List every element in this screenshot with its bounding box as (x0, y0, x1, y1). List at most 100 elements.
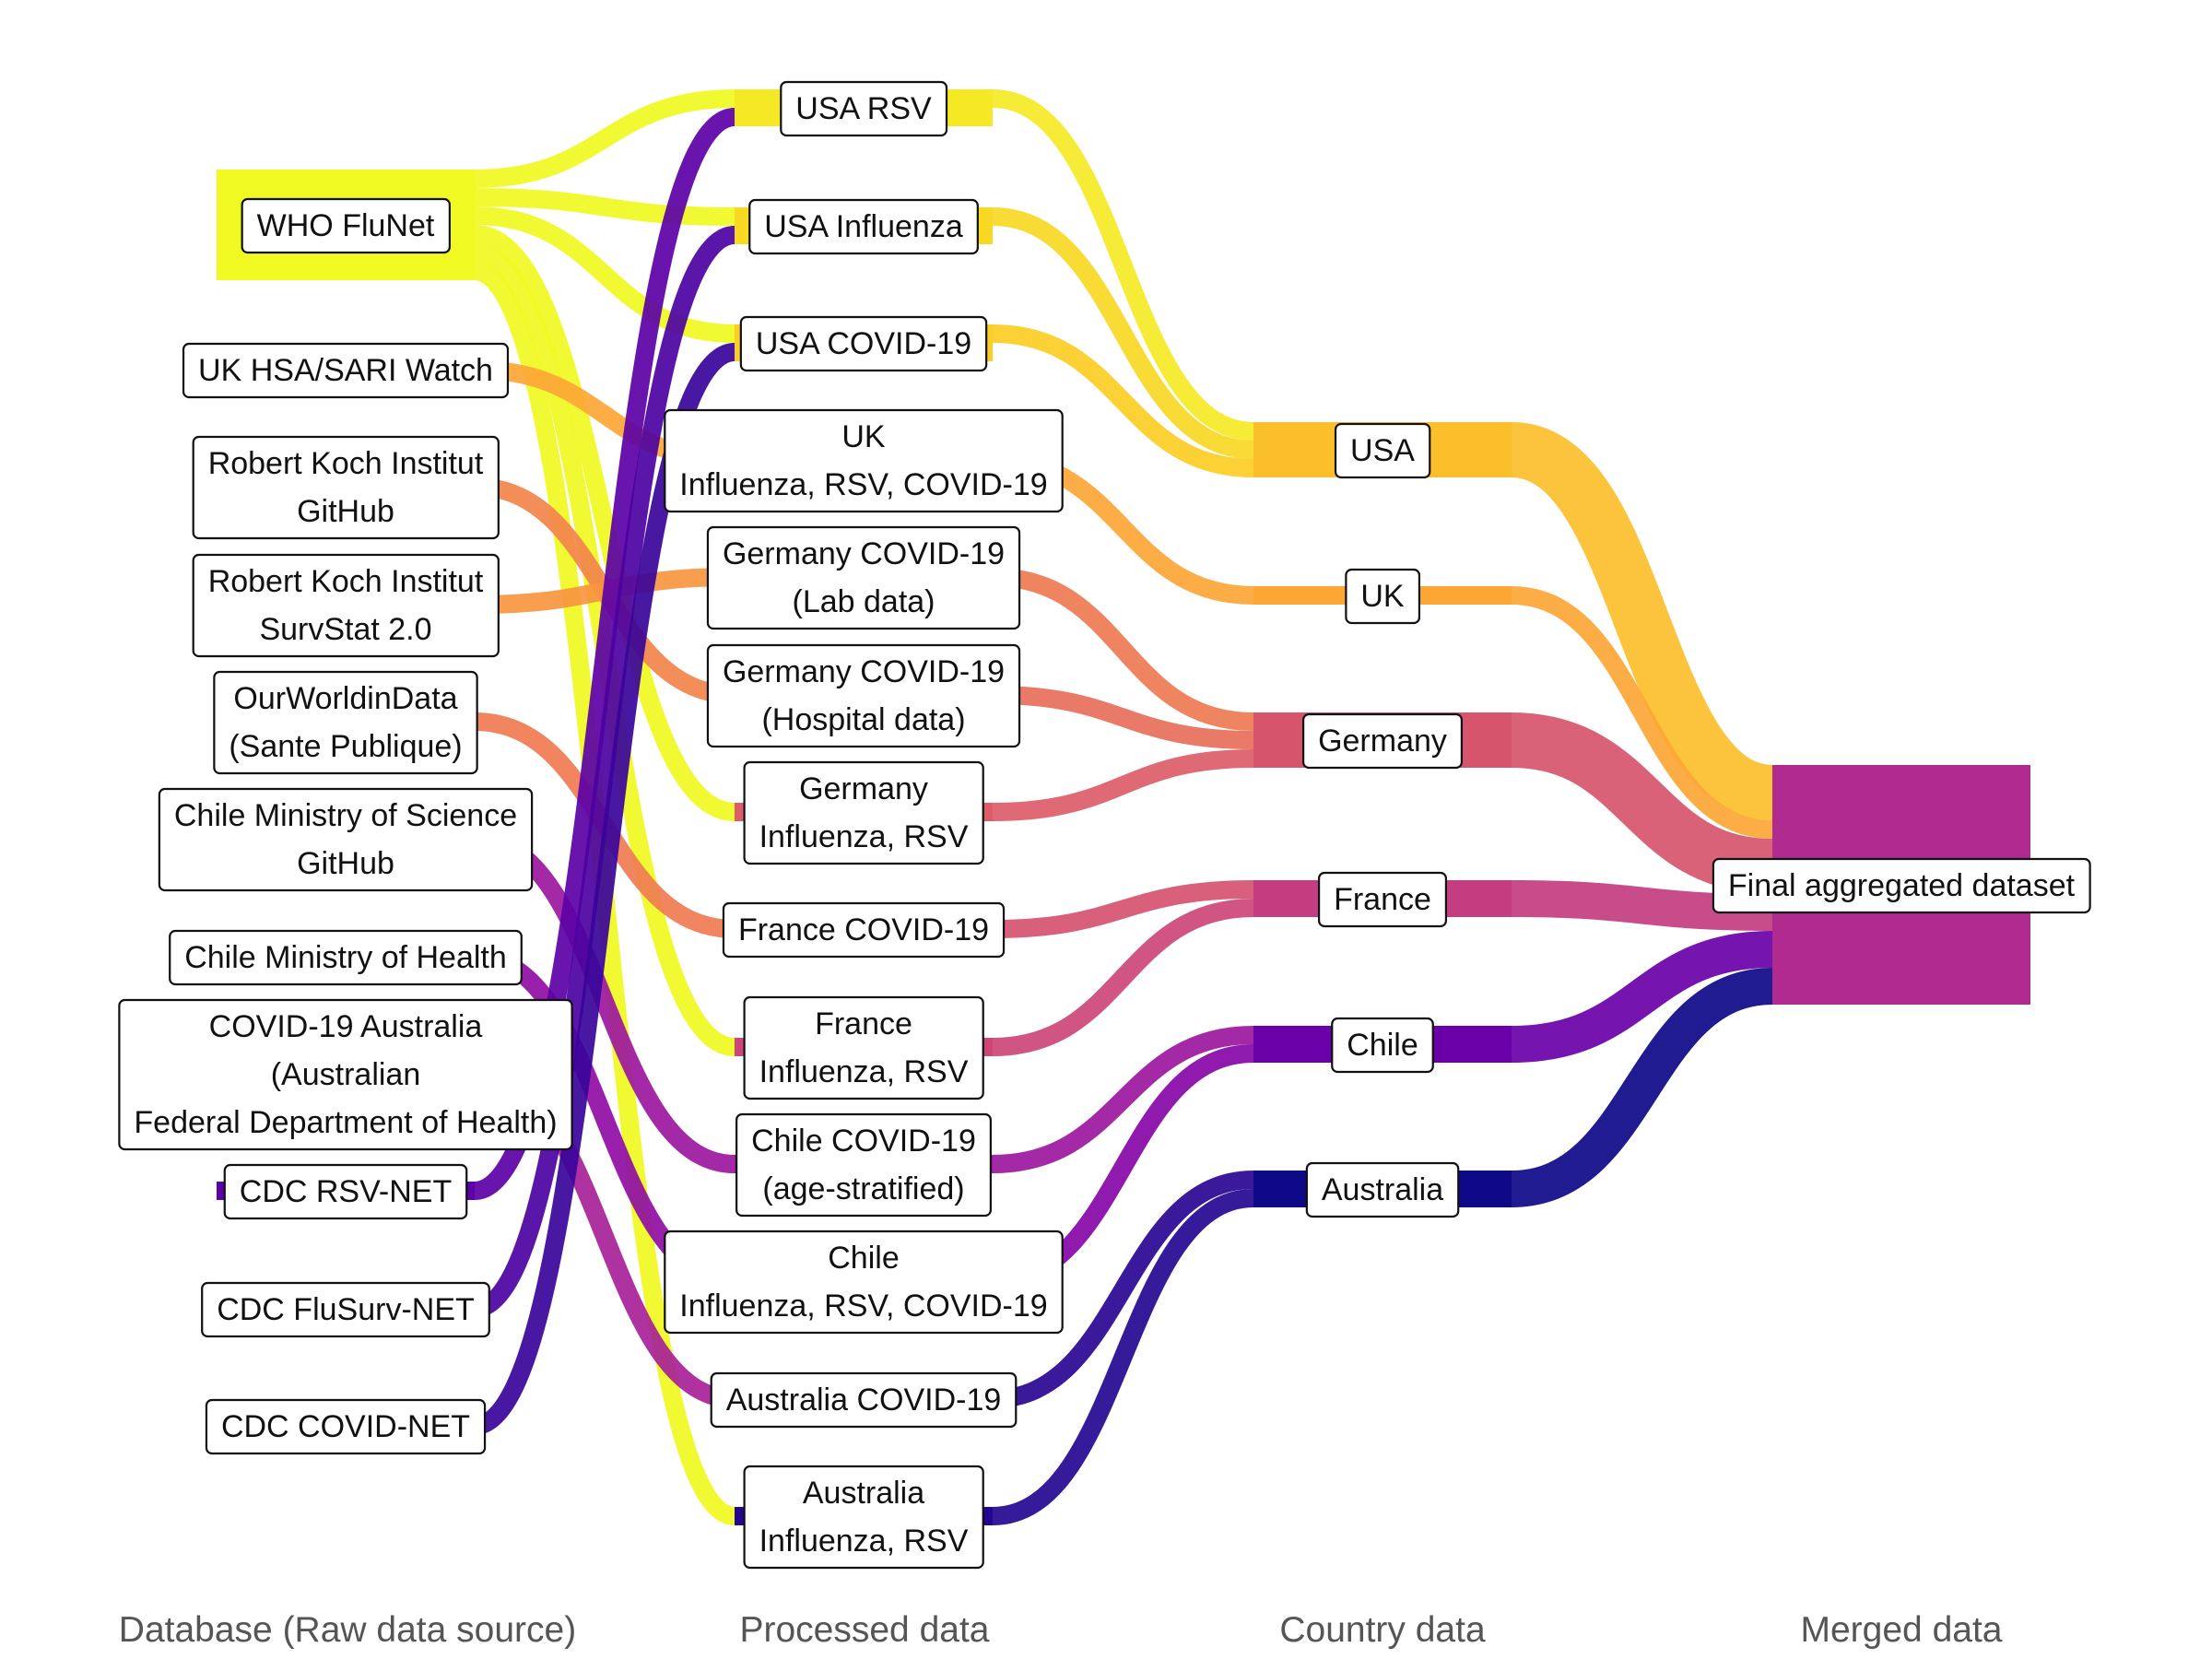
column-label-country: Country data (1279, 1610, 1486, 1650)
node-label-gerlab: Germany COVID-19(Lab data) (706, 525, 1021, 630)
node-label-line: Influenza, RSV, COVID-19 (679, 467, 1047, 502)
node-label-line: (Hospital data) (761, 702, 965, 737)
node-label-box (664, 1230, 1064, 1335)
node-label-box (223, 1163, 468, 1220)
column-labels: Database (Raw data source) Processed dat… (119, 1610, 2003, 1650)
node-label-box (213, 670, 478, 775)
flow-chcov-to-chile (992, 1026, 1254, 1173)
node-label-text: UK HSA/SARI Watch (198, 353, 493, 388)
node-label-line: Influenza, RSV (759, 1054, 969, 1089)
node-label-box (743, 1465, 984, 1570)
node-label-box (1345, 568, 1421, 625)
flow-frcov-to-france (992, 880, 1254, 938)
node-label-line: Australia (803, 1476, 924, 1511)
node-label-line: USA Influenza (764, 209, 963, 244)
node-label-line: France (815, 1006, 912, 1041)
node-label-france: France (1317, 871, 1448, 928)
node-label-box (192, 553, 500, 658)
flow-who-to-usacov (474, 206, 735, 343)
node-label-chile: Chile (1331, 1017, 1434, 1074)
node-label-line: Robert Koch Institut (208, 446, 484, 481)
node-label-text: USA (1350, 433, 1415, 468)
node-label-text: Germany (1318, 724, 1447, 759)
node-label-line: Federal Department of Health) (134, 1105, 557, 1140)
node-label-box (706, 643, 1021, 748)
node-label-line: USA (1350, 433, 1415, 468)
node-label-line: USA COVID-19 (756, 326, 971, 361)
column-label-processed: Processed data (739, 1610, 989, 1650)
flow-australia-to-final (1511, 968, 1773, 1207)
node-label-box (1334, 422, 1431, 479)
node-label-box (722, 901, 1006, 959)
node-label-text: WHO FluNet (257, 208, 435, 243)
node-label-line: Germany COVID-19 (723, 654, 1005, 689)
flow-who-to-usarsv (474, 89, 735, 188)
flow-usacov-to-usa (992, 324, 1254, 477)
node-label-covidnet: CDC COVID-NET (205, 1398, 487, 1455)
flow-flusurv-to-usaflu (473, 226, 736, 1318)
node-label-final: Final aggregated dataset (1712, 857, 2091, 914)
node-label-line: Influenza, RSV, COVID-19 (679, 1288, 1047, 1324)
node-label-box (743, 760, 984, 865)
node-label-box (748, 198, 979, 255)
node-label-text: Australia COVID-19 (726, 1382, 1002, 1418)
node-label-line: Robert Koch Institut (208, 564, 484, 599)
node-label-box (780, 80, 948, 137)
node-label-line: Influenza, RSV (759, 819, 969, 854)
node-label-flusurv: CDC FluSurv-NET (201, 1281, 490, 1338)
node-label-box (1305, 1161, 1460, 1218)
node-label-line: France COVID-19 (738, 912, 989, 947)
flow-gerflu-to-germany (992, 749, 1254, 821)
flow-frflu-to-france (992, 899, 1254, 1056)
node-label-usarsv: USA RSV (780, 80, 948, 137)
node-label-line: GitHub (297, 494, 394, 529)
node-label-box (1317, 871, 1448, 928)
node-label-line: OurWorldinData (233, 681, 457, 716)
node-label-text: USA Influenza (764, 209, 963, 244)
column-label-merged: Merged data (1801, 1610, 2003, 1650)
node-label-text: UK Influenza, RSV, COVID-19 (679, 419, 1047, 502)
node-label-line: Germany COVID-19 (723, 536, 1005, 571)
node-label-aucov: Australia COVID-19 (710, 1371, 1018, 1429)
node-label-text: Final aggregated dataset (1728, 868, 2076, 903)
node-label-line: GitHub (297, 846, 394, 881)
flows (473, 89, 1775, 1525)
node-label-box (205, 1398, 487, 1455)
node-label-line: Final aggregated dataset (1728, 868, 2076, 903)
node-label-chmh: Chile Ministry of Health (169, 929, 523, 986)
node-label-line: CDC COVID-NET (221, 1409, 470, 1444)
node-label-frcov: France COVID-19 (722, 901, 1006, 959)
node-label-line: Chile Ministry of Health (184, 940, 507, 975)
node-label-line: France (1334, 882, 1431, 917)
node-label-box (192, 435, 500, 540)
node-label-line: UK (841, 419, 886, 454)
node-label-line: UK HSA/SARI Watch (198, 353, 493, 388)
node-label-text: USA COVID-19 (756, 326, 971, 361)
node-label-box (241, 197, 451, 254)
node-label-line: Germany (1318, 724, 1447, 759)
node-label-line: Influenza, RSV (759, 1524, 969, 1559)
node-label-text: CDC COVID-NET (221, 1409, 470, 1444)
node-label-ukhsa: UK HSA/SARI Watch (182, 342, 510, 399)
node-label-line: (Sante Publique) (229, 729, 462, 764)
node-label-line: Chile (1347, 1028, 1418, 1063)
node-label-text: CDC FluSurv-NET (217, 1292, 475, 1327)
node-label-box (201, 1281, 490, 1338)
node-label-line: CDC FluSurv-NET (217, 1292, 475, 1327)
node-label-uk: UK (1345, 568, 1421, 625)
node-label-text: Australia (1322, 1172, 1443, 1207)
node-label-line: Australia COVID-19 (726, 1382, 1002, 1418)
node-label-chcov: Chile COVID-19(age-stratified) (735, 1112, 992, 1218)
node-label-text: France (1334, 882, 1431, 917)
node-label-text: Germany COVID-19 (Hospital data) (723, 654, 1005, 737)
